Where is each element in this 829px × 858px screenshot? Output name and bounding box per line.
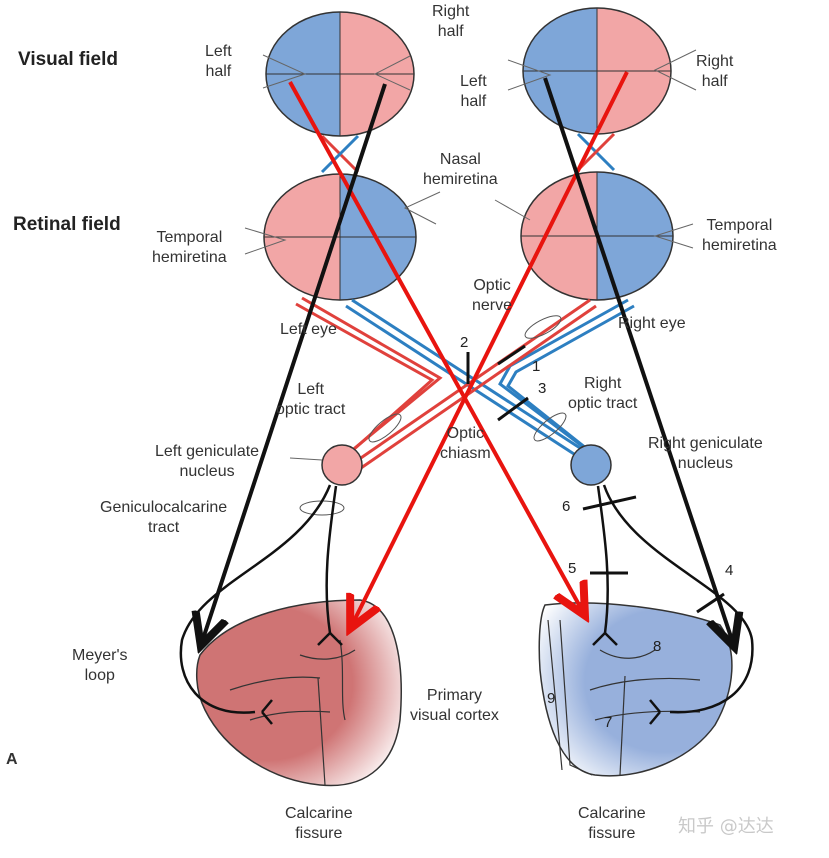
label-left-eye: Left eye xyxy=(280,321,337,338)
label-temporal-hemiretina-right: Temporal hemiretina xyxy=(702,217,777,254)
label-right-geniculate-nucleus: Right geniculate nucleus xyxy=(648,435,763,472)
lesion-marks xyxy=(466,344,725,614)
right-geniculate-nucleus xyxy=(570,444,612,486)
label-temporal-hemiretina-left: Temporal hemiretina xyxy=(152,229,227,266)
right-visual-cortex xyxy=(538,602,733,777)
lesion-number-7: 7 xyxy=(604,714,613,731)
lesion-number-4: 4 xyxy=(725,562,734,579)
label-primary-visual-cortex: Primary visual cortex xyxy=(410,687,499,724)
label-right-eye: Right eye xyxy=(618,315,686,332)
lesion-number-8: 8 xyxy=(653,638,662,655)
left-geniculate-nucleus xyxy=(321,444,363,486)
label-optic-chiasm: Optic chiasm xyxy=(440,425,491,462)
panel-label: A xyxy=(6,751,18,768)
label-left-optic-tract: Left optic tract xyxy=(276,381,346,418)
lesion-number-1: 1 xyxy=(532,358,541,375)
label-left-geniculate-nucleus: Left geniculate nucleus xyxy=(155,443,260,480)
label-nasal-hemiretina: Nasal hemiretina xyxy=(423,151,498,188)
watermark: 知乎 @达达 xyxy=(678,816,774,837)
lesion-number-5: 5 xyxy=(568,560,577,577)
lesion-number-3: 3 xyxy=(538,380,547,397)
lesion-number-6: 6 xyxy=(562,498,571,515)
label-right-half-2: Right half xyxy=(696,53,734,90)
label-optic-nerve: Optic nerve xyxy=(472,277,513,314)
label-meyers-loop: Meyer's loop xyxy=(72,647,128,684)
heading-retinal-field: Retinal field xyxy=(13,214,121,235)
label-left-half-2: Left half xyxy=(460,73,487,110)
geniculocalcarine-tracts xyxy=(179,484,754,725)
label-left-half-1: Left half xyxy=(205,43,232,80)
overlay-arrows xyxy=(202,71,733,643)
left-visual-cortex xyxy=(195,599,402,787)
right-visual-field xyxy=(522,7,672,135)
label-calcarine-fissure-right: Calcarine fissure xyxy=(578,805,646,842)
label-calcarine-fissure-left: Calcarine fissure xyxy=(285,805,353,842)
label-right-half-1: Right half xyxy=(432,3,470,40)
left-visual-field xyxy=(265,11,415,137)
lesion-number-2: 2 xyxy=(460,334,469,351)
heading-visual-field: Visual field xyxy=(18,49,118,70)
label-geniculocalcarine-tract: Geniculocalcarine tract xyxy=(100,499,228,536)
right-retina xyxy=(520,171,674,301)
lesion-number-9: 9 xyxy=(547,690,556,707)
left-retina xyxy=(263,173,417,301)
label-right-optic-tract: Right optic tract xyxy=(568,375,638,412)
